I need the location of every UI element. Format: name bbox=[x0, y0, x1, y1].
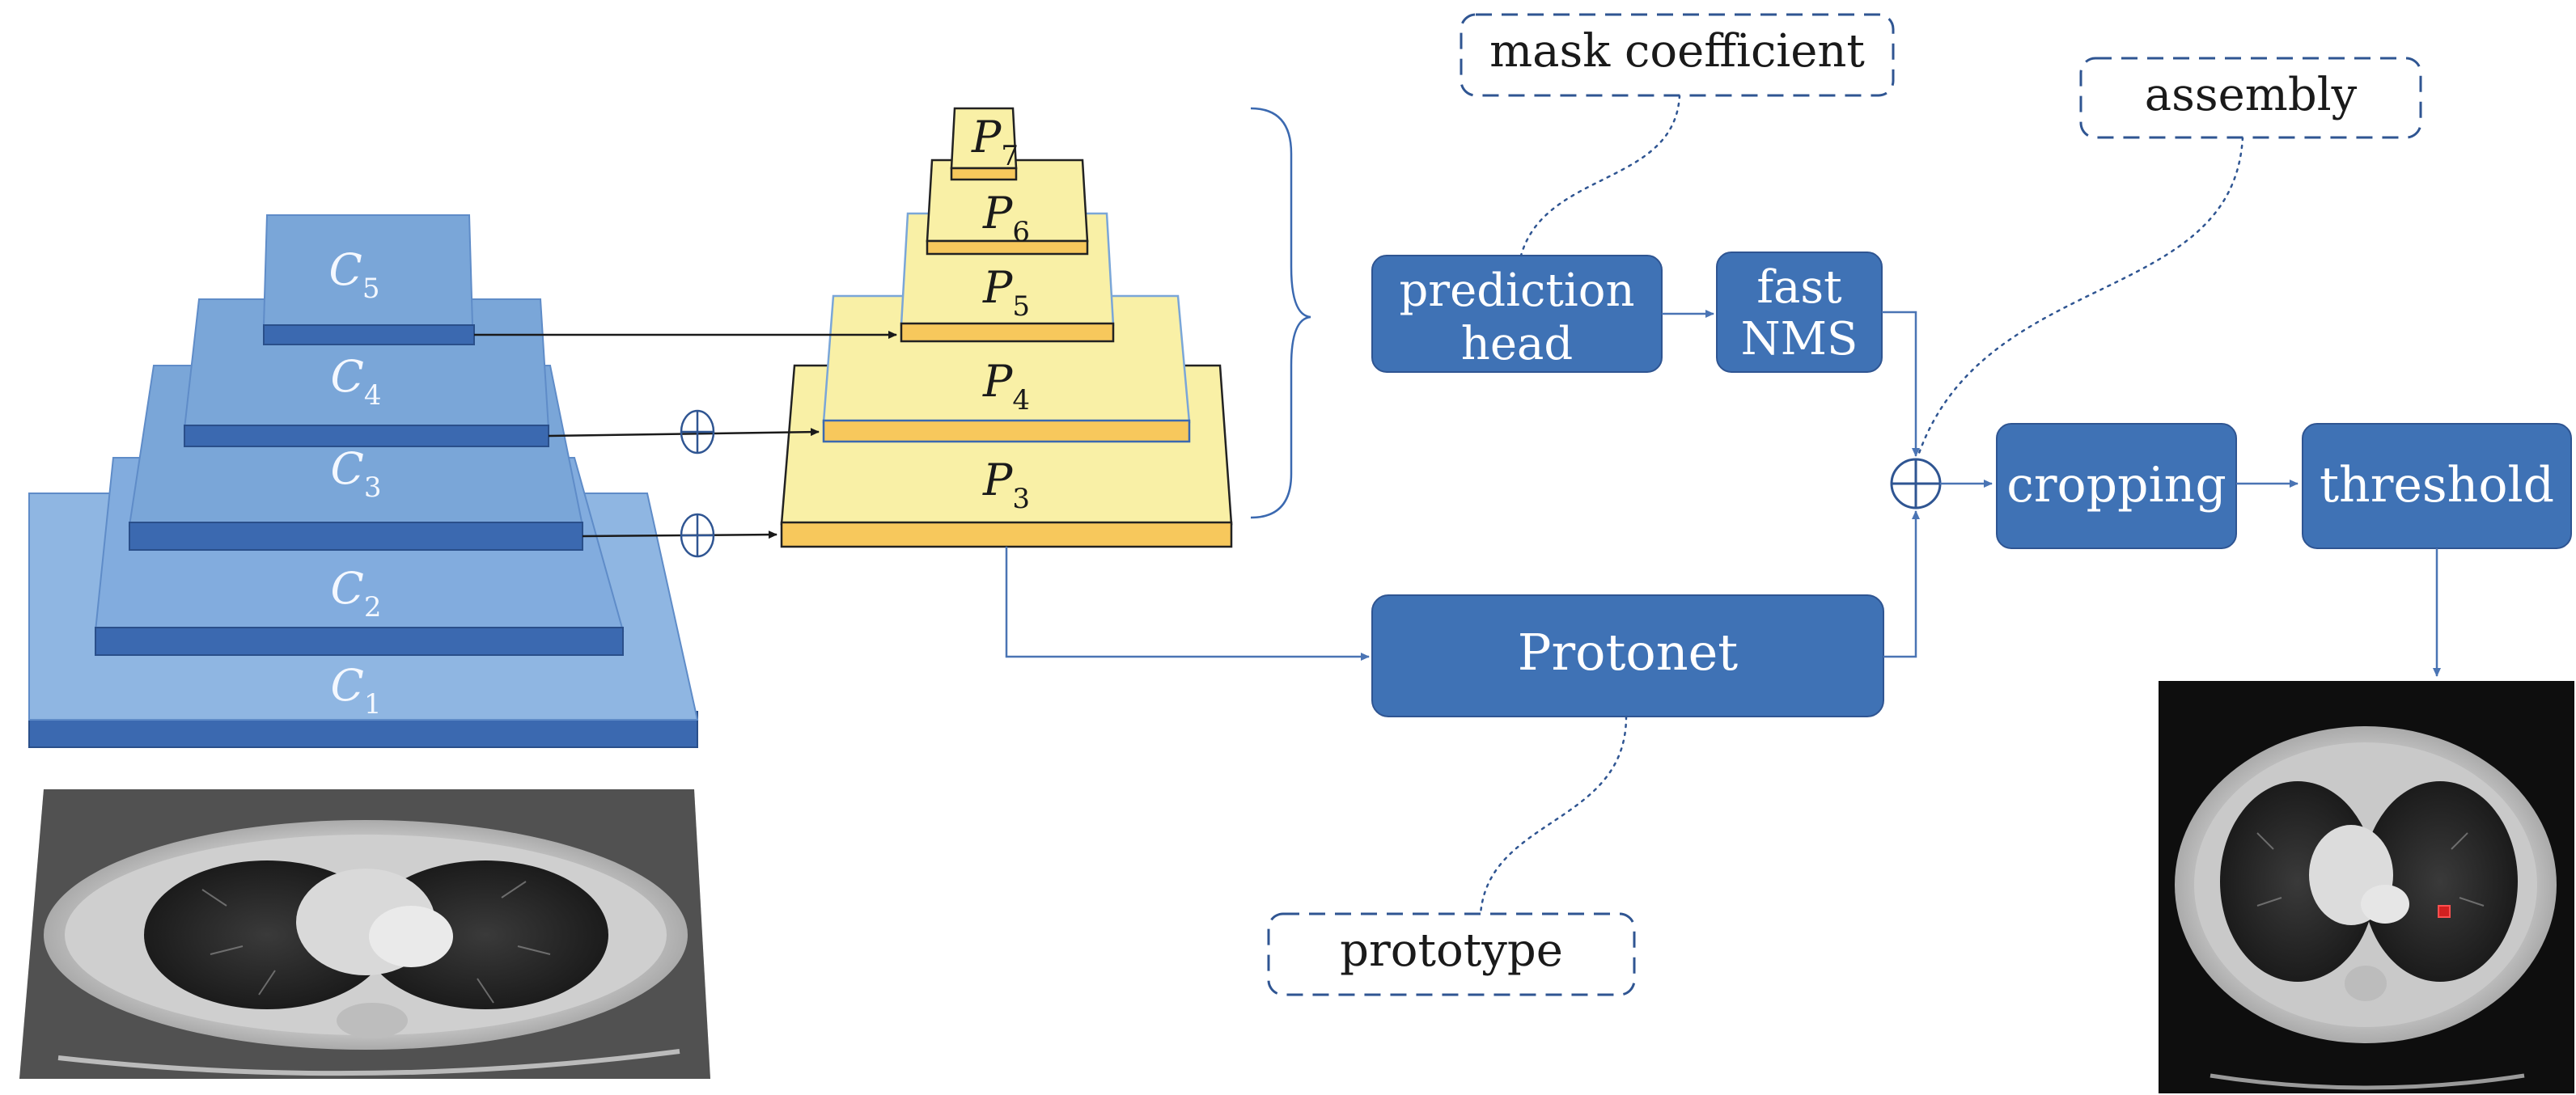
fpn-grouping-brace bbox=[1250, 107, 1311, 519]
prediction-head-label-line2: head bbox=[1461, 318, 1573, 370]
cropping-label: cropping bbox=[2006, 457, 2226, 514]
fpn-bar-p7 bbox=[950, 167, 1018, 181]
fpn-label-p4: P4 bbox=[982, 356, 1030, 416]
backbone-bar-c2 bbox=[95, 627, 624, 656]
backbone-label-c4: C4 bbox=[331, 351, 382, 412]
prediction-head-label-line1: prediction bbox=[1399, 264, 1634, 317]
assembly-text: assembly bbox=[2145, 69, 2358, 121]
arrow-p3-to-protonet bbox=[1005, 547, 1370, 661]
fpn-stack: P7 P6 P5 P4 P3 bbox=[780, 107, 1233, 548]
fpn-label-p5: P5 bbox=[982, 262, 1030, 323]
add-operator-p4 bbox=[680, 409, 715, 454]
connector-prototype bbox=[1479, 715, 1628, 915]
backbone-bar-c3 bbox=[129, 522, 583, 551]
protonet-block: Protonet bbox=[1371, 594, 1884, 717]
protonet-label: Protonet bbox=[1518, 623, 1739, 682]
lateral-arrow-c4-p4 bbox=[548, 428, 820, 438]
backbone-layer-c5 bbox=[262, 214, 474, 326]
prototype-text: prototype bbox=[1340, 924, 1563, 977]
fpn-bar-p5 bbox=[900, 322, 1115, 343]
threshold-block: threshold bbox=[2302, 423, 2572, 549]
lateral-connections bbox=[474, 331, 897, 539]
fpn-label-p6: P6 bbox=[982, 188, 1030, 248]
flow-arrows bbox=[1005, 310, 2441, 677]
assembly-add-operator bbox=[1890, 458, 1942, 509]
fpn-label-p3: P3 bbox=[982, 454, 1030, 515]
backbone-label-c3: C3 bbox=[331, 443, 382, 504]
backbone-label-c2: C2 bbox=[331, 563, 382, 624]
backbone-stack: C5 C4 C3 C2 C1 bbox=[28, 214, 699, 748]
connector-assembly bbox=[1916, 136, 2244, 459]
prediction-head-block: prediction head bbox=[1371, 255, 1663, 373]
fast-nms-block: fast NMS bbox=[1716, 252, 1883, 373]
arrow-nms-to-assembly bbox=[1882, 311, 1920, 457]
cropping-block: cropping bbox=[1996, 423, 2237, 549]
fpn-add-operators bbox=[680, 409, 715, 558]
fast-nms-label-line1: fast bbox=[1756, 261, 1842, 314]
add-operator-p3 bbox=[680, 513, 715, 558]
fpn-label-p7: P7 bbox=[971, 112, 1019, 172]
fpn-bar-p4 bbox=[822, 419, 1191, 443]
connector-mask-coefficient bbox=[1519, 94, 1681, 257]
fast-nms-label-line2: NMS bbox=[1741, 313, 1858, 366]
fpn-bar-p3 bbox=[780, 521, 1233, 548]
lesion-marker bbox=[2438, 905, 2451, 918]
prototype-label: prototype bbox=[1267, 912, 1636, 996]
arrow-protonet-to-assembly bbox=[1883, 510, 1920, 658]
backbone-bar-c5 bbox=[263, 324, 475, 345]
backbone-label-c5: C5 bbox=[329, 244, 380, 305]
mask-coefficient-label: mask coefficient bbox=[1460, 13, 1895, 97]
assembly-label: assembly bbox=[2079, 57, 2422, 139]
lateral-arrow-c3-p3 bbox=[582, 531, 777, 539]
fpn-bar-p6 bbox=[926, 239, 1089, 256]
input-ct-image bbox=[19, 789, 710, 1079]
mask-coefficient-text: mask coefficient bbox=[1489, 25, 1865, 78]
backbone-label-c1: C1 bbox=[331, 660, 382, 721]
output-ct-image bbox=[2159, 681, 2574, 1093]
annotation-connectors bbox=[1479, 94, 2244, 915]
backbone-bar-c4 bbox=[184, 425, 549, 447]
threshold-label: threshold bbox=[2320, 457, 2554, 514]
